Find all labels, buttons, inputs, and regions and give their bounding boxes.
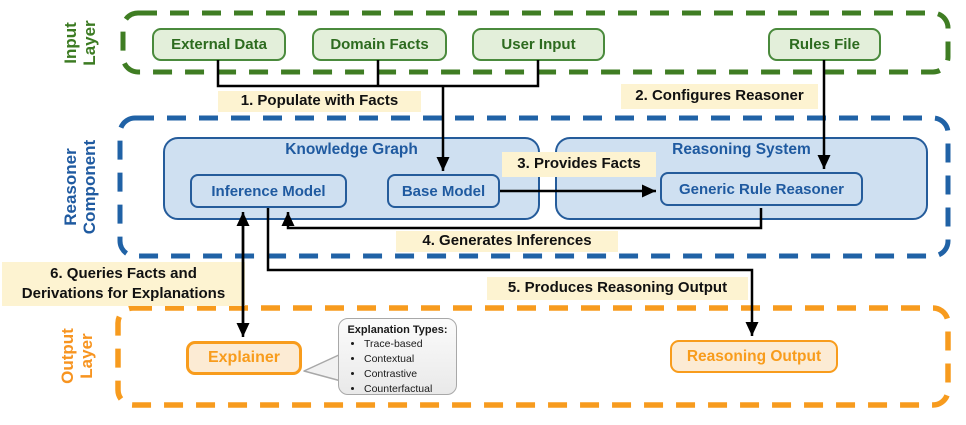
callout-item: Contextual [364, 353, 449, 366]
output-layer-label: Output Layer [57, 328, 96, 384]
explanation-types-callout: Explanation Types: Trace-based Contextua… [338, 318, 457, 395]
flow-label-configures-reasoner: 2. Configures Reasoner [621, 84, 818, 109]
user-input-box: User Input [472, 28, 605, 61]
inference-model-box: Inference Model [190, 174, 347, 208]
flow-label-queries-facts-line1: 6. Queries Facts and [50, 264, 197, 282]
user-input-label: User Input [501, 36, 576, 53]
flow-label-populate-with-facts: 1. Populate with Facts [218, 91, 421, 112]
knowledge-graph-title: Knowledge Graph [285, 141, 418, 158]
generic-rule-reasoner-label: Generic Rule Reasoner [678, 180, 845, 198]
generic-rule-reasoner-box: Generic Rule Reasoner [660, 172, 863, 206]
base-model-box: Base Model [387, 174, 500, 208]
explainer-label: Explainer [207, 349, 281, 366]
callout-item: Contrastive [364, 368, 449, 381]
flow-label-queries-facts: 6. Queries Facts and Derivations for Exp… [2, 262, 245, 306]
callout-tail [303, 353, 342, 382]
external-data-box: External Data [152, 28, 286, 61]
connector-input-merge [216, 60, 540, 88]
flow-label-generates-inferences: 4. Generates Inferences [396, 231, 618, 252]
reasoning-output-box: Reasoning Output [670, 340, 838, 373]
base-model-label: Base Model [401, 182, 486, 200]
flow-label-provides-facts: 3. Provides Facts [502, 152, 656, 177]
explainer-box: Explainer [186, 341, 302, 375]
reasoner-component-label: Reasoner Component [60, 139, 99, 235]
inference-model-label: Inference Model [211, 182, 326, 200]
rules-file-label: Rules File [789, 36, 860, 53]
callout-item: Counterfactual [364, 383, 449, 396]
domain-facts-label: Domain Facts [330, 36, 429, 53]
callout-title: Explanation Types: [347, 324, 448, 336]
arrow-produces-reasoning-output [266, 208, 759, 336]
external-data-label: External Data [171, 36, 267, 53]
flow-label-produces-reasoning-output: 5. Produces Reasoning Output [487, 277, 748, 300]
reasoning-output-label: Reasoning Output [686, 347, 822, 365]
flow-label-queries-facts-line2: Derivations for Explanations [21, 285, 226, 302]
callout-list: Trace-based Contextual Contrastive Count… [346, 338, 449, 396]
rules-file-box: Rules File [768, 28, 881, 61]
input-layer-label: Input Layer [60, 20, 99, 66]
domain-facts-box: Domain Facts [312, 28, 447, 61]
callout-item: Trace-based [364, 338, 449, 351]
